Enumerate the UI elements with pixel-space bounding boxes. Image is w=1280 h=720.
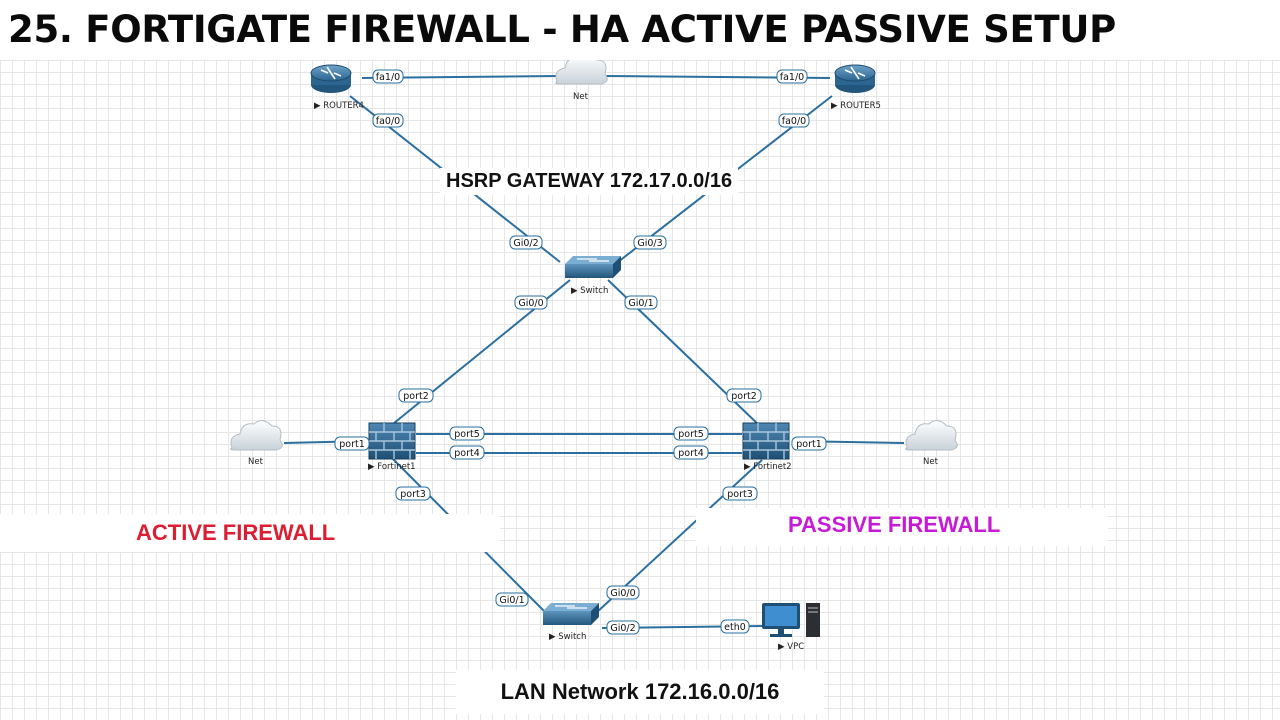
- svg-text:port5: port5: [678, 429, 704, 440]
- svg-text:Gi0/1: Gi0/1: [499, 595, 524, 606]
- switch-icon[interactable]: [543, 603, 599, 625]
- port-label: Gi0/0: [606, 585, 640, 600]
- svg-text:Gi0/3: Gi0/3: [637, 238, 662, 249]
- port-label: port4: [449, 445, 485, 460]
- svg-text:port4: port4: [454, 448, 480, 459]
- svg-text:Gi0/0: Gi0/0: [610, 588, 635, 599]
- port-label: Gi0/3: [633, 235, 667, 250]
- node-label-cloud-left: Net: [248, 457, 264, 467]
- svg-text:fa1/0: fa1/0: [376, 72, 400, 83]
- lan-network-caption: LAN Network 172.16.0.0/16: [456, 670, 824, 714]
- svg-text:port3: port3: [400, 489, 426, 500]
- svg-text:port1: port1: [796, 439, 822, 450]
- cloud-icon[interactable]: [905, 420, 958, 451]
- svg-text:fa0/0: fa0/0: [782, 116, 806, 127]
- port-label: fa1/0: [776, 69, 808, 84]
- port-label: Gi0/1: [495, 592, 529, 607]
- node-label-router4: ▶ ROUTER4: [314, 101, 364, 111]
- svg-text:port5: port5: [454, 429, 480, 440]
- cloud-icon[interactable]: [230, 420, 283, 451]
- cloud-icon[interactable]: [555, 54, 608, 85]
- switch-icon[interactable]: [565, 256, 621, 278]
- svg-text:port3: port3: [727, 489, 753, 500]
- router-icon[interactable]: [834, 64, 876, 93]
- hsrp-gateway-caption: HSRP GATEWAY 172.17.0.0/16: [440, 168, 739, 195]
- firewall-icon[interactable]: [368, 422, 416, 460]
- passive-firewall-caption: PASSIVE FIREWALL: [788, 512, 1001, 537]
- router-icon[interactable]: [310, 64, 352, 93]
- node-label-fortinet1: ▶ Fortinet1: [368, 462, 416, 472]
- node-label-cloud-right: Net: [923, 457, 939, 467]
- active-firewall-panel: [0, 514, 500, 552]
- svg-text:port2: port2: [731, 391, 757, 402]
- port-label: port2: [726, 388, 762, 403]
- svg-text:Gi0/2: Gi0/2: [610, 623, 635, 634]
- svg-text:port2: port2: [403, 391, 429, 402]
- port-label: port5: [673, 426, 709, 441]
- port-labels: fa1/0 fa1/0 fa0/0 fa0/0 Gi0/2 Gi0/3 Gi0/…: [334, 69, 827, 635]
- svg-text:Gi0/2: Gi0/2: [513, 238, 538, 249]
- computer-icon[interactable]: [762, 603, 820, 637]
- active-firewall-caption: ACTIVE FIREWALL: [136, 520, 336, 545]
- port-label: eth0: [720, 619, 750, 634]
- port-label: fa1/0: [372, 69, 404, 84]
- node-label-cloud-top: Net: [573, 92, 589, 102]
- port-label: port2: [398, 388, 434, 403]
- port-label: Gi0/0: [514, 295, 548, 310]
- svg-text:fa1/0: fa1/0: [780, 72, 804, 83]
- svg-text:port1: port1: [339, 439, 365, 450]
- node-label-switch-core: ▶ Switch: [571, 286, 608, 296]
- node-label-router5: ▶ ROUTER5: [831, 101, 881, 111]
- svg-text:eth0: eth0: [724, 622, 746, 633]
- port-label: fa0/0: [372, 113, 404, 128]
- port-label: Gi0/2: [509, 235, 543, 250]
- port-label: port3: [722, 486, 758, 501]
- page-title: 25. FORTIGATE FIREWALL - HA ACTIVE PASSI…: [0, 0, 1280, 60]
- svg-text:port4: port4: [678, 448, 704, 459]
- node-label-fortinet2: ▶ Fortinet2: [744, 462, 792, 472]
- svg-text:Gi0/1: Gi0/1: [628, 298, 653, 309]
- port-label: Gi0/1: [624, 295, 658, 310]
- port-label: port5: [449, 426, 485, 441]
- passive-firewall-panel: [696, 508, 1108, 546]
- port-label: fa0/0: [778, 113, 810, 128]
- svg-text:fa0/0: fa0/0: [376, 116, 400, 127]
- port-label: Gi0/2: [606, 620, 640, 635]
- port-label: port4: [673, 445, 709, 460]
- firewall-icon[interactable]: [742, 422, 790, 460]
- port-label: port1: [791, 436, 827, 451]
- node-label-vpc: ▶ VPC: [778, 642, 804, 652]
- node-label-switch-lan: ▶ Switch: [549, 632, 586, 642]
- device-labels: ▶ ROUTER4 ▶ ROUTER5 Net ▶ Switch ▶ Forti…: [248, 92, 939, 652]
- port-label: port3: [395, 486, 431, 501]
- svg-text:Gi0/0: Gi0/0: [518, 298, 543, 309]
- port-label: port1: [334, 436, 370, 451]
